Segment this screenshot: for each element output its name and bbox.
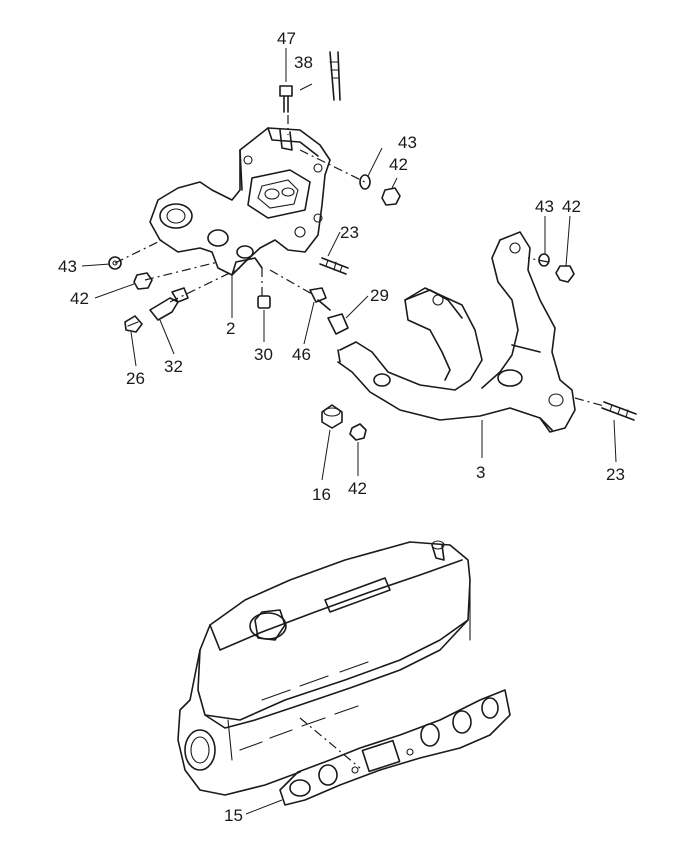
callout-32: 32 bbox=[164, 357, 183, 376]
callout-23: 23 bbox=[606, 465, 625, 484]
manifold-gasket bbox=[279, 689, 511, 806]
callout-26: 26 bbox=[126, 369, 145, 388]
callout-42: 42 bbox=[70, 289, 89, 308]
callout-42: 42 bbox=[348, 479, 367, 498]
callout-29: 29 bbox=[370, 286, 389, 305]
washer-43b bbox=[108, 256, 122, 270]
cylinder-head bbox=[177, 540, 471, 796]
callout-38: 38 bbox=[294, 53, 313, 72]
assembly-center-lines bbox=[114, 115, 605, 769]
washer-43c bbox=[538, 253, 550, 267]
callout-43: 43 bbox=[398, 133, 417, 152]
callout-3: 3 bbox=[476, 463, 485, 482]
callout-42: 42 bbox=[389, 155, 408, 174]
callout-47: 47 bbox=[277, 29, 296, 48]
callout-43: 43 bbox=[58, 257, 77, 276]
callout-43: 43 bbox=[535, 197, 554, 216]
stud-23b bbox=[601, 401, 637, 421]
nut-42b bbox=[133, 272, 153, 290]
plug-29 bbox=[327, 313, 349, 335]
callout-15: 15 bbox=[224, 806, 243, 825]
washer-43a bbox=[359, 174, 371, 190]
callout-46: 46 bbox=[292, 345, 311, 364]
callout-23: 23 bbox=[340, 223, 359, 242]
callout-2: 2 bbox=[226, 319, 235, 338]
nut-42d bbox=[349, 423, 367, 441]
callout-16: 16 bbox=[312, 485, 331, 504]
plug-30 bbox=[257, 295, 271, 309]
nut-42a bbox=[381, 187, 401, 206]
spacer-16 bbox=[321, 404, 343, 429]
exhaust-manifold bbox=[337, 231, 576, 433]
leader-lines bbox=[81, 48, 617, 815]
callout-labels: 47 38 43 42 23 43 42 43 42 29 2 30 46 32… bbox=[58, 29, 625, 825]
clamp-26 bbox=[124, 315, 143, 333]
callout-42: 42 bbox=[562, 197, 581, 216]
stud-23a bbox=[319, 257, 349, 275]
nut-42c bbox=[555, 265, 575, 283]
intake-manifold bbox=[149, 127, 331, 276]
callout-30: 30 bbox=[254, 345, 273, 364]
bolt-46 bbox=[309, 287, 331, 311]
stud-38 bbox=[329, 51, 341, 101]
bolt-47 bbox=[279, 85, 293, 113]
fitting-32 bbox=[149, 287, 189, 321]
